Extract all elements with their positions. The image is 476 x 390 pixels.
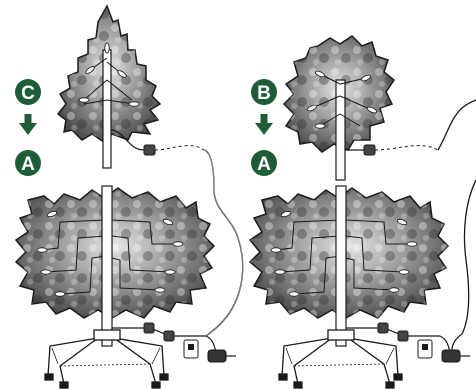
right-bottom-pole xyxy=(336,186,346,346)
arrow-down-icon xyxy=(19,114,37,135)
left-top-badge-letter: C xyxy=(21,83,35,104)
right-top-section xyxy=(284,36,438,180)
right-main-cord xyxy=(438,100,476,150)
left-top-pole xyxy=(103,50,111,168)
left-top-connector xyxy=(144,145,155,155)
power-adapter-icon xyxy=(184,340,236,362)
right-top-badge-letter: B xyxy=(257,83,271,104)
left-assembly: C A xyxy=(15,6,243,388)
right-tree-stand xyxy=(279,330,402,388)
right-bottom-badge-letter: A xyxy=(257,154,271,175)
arrow-down-icon xyxy=(255,114,273,135)
right-assembly: B A xyxy=(250,36,476,388)
right-top-connector xyxy=(364,145,375,155)
left-connection-dashed xyxy=(155,146,204,150)
right-lower-cord xyxy=(462,180,476,334)
right-connection-dashed xyxy=(375,146,438,150)
left-top-section xyxy=(58,6,204,168)
left-step-badges: C A xyxy=(15,79,41,176)
left-tree-stand xyxy=(45,330,168,388)
right-power-cabling xyxy=(346,323,470,362)
right-step-badges: B A xyxy=(251,79,277,176)
left-bottom-badge-letter: A xyxy=(21,154,35,175)
power-adapter-icon xyxy=(418,340,470,362)
right-bottom-section xyxy=(250,186,448,346)
left-power-cabling xyxy=(112,323,236,362)
left-bottom-pole xyxy=(102,186,112,346)
left-bottom-section xyxy=(16,186,214,346)
right-top-pole xyxy=(336,80,345,180)
